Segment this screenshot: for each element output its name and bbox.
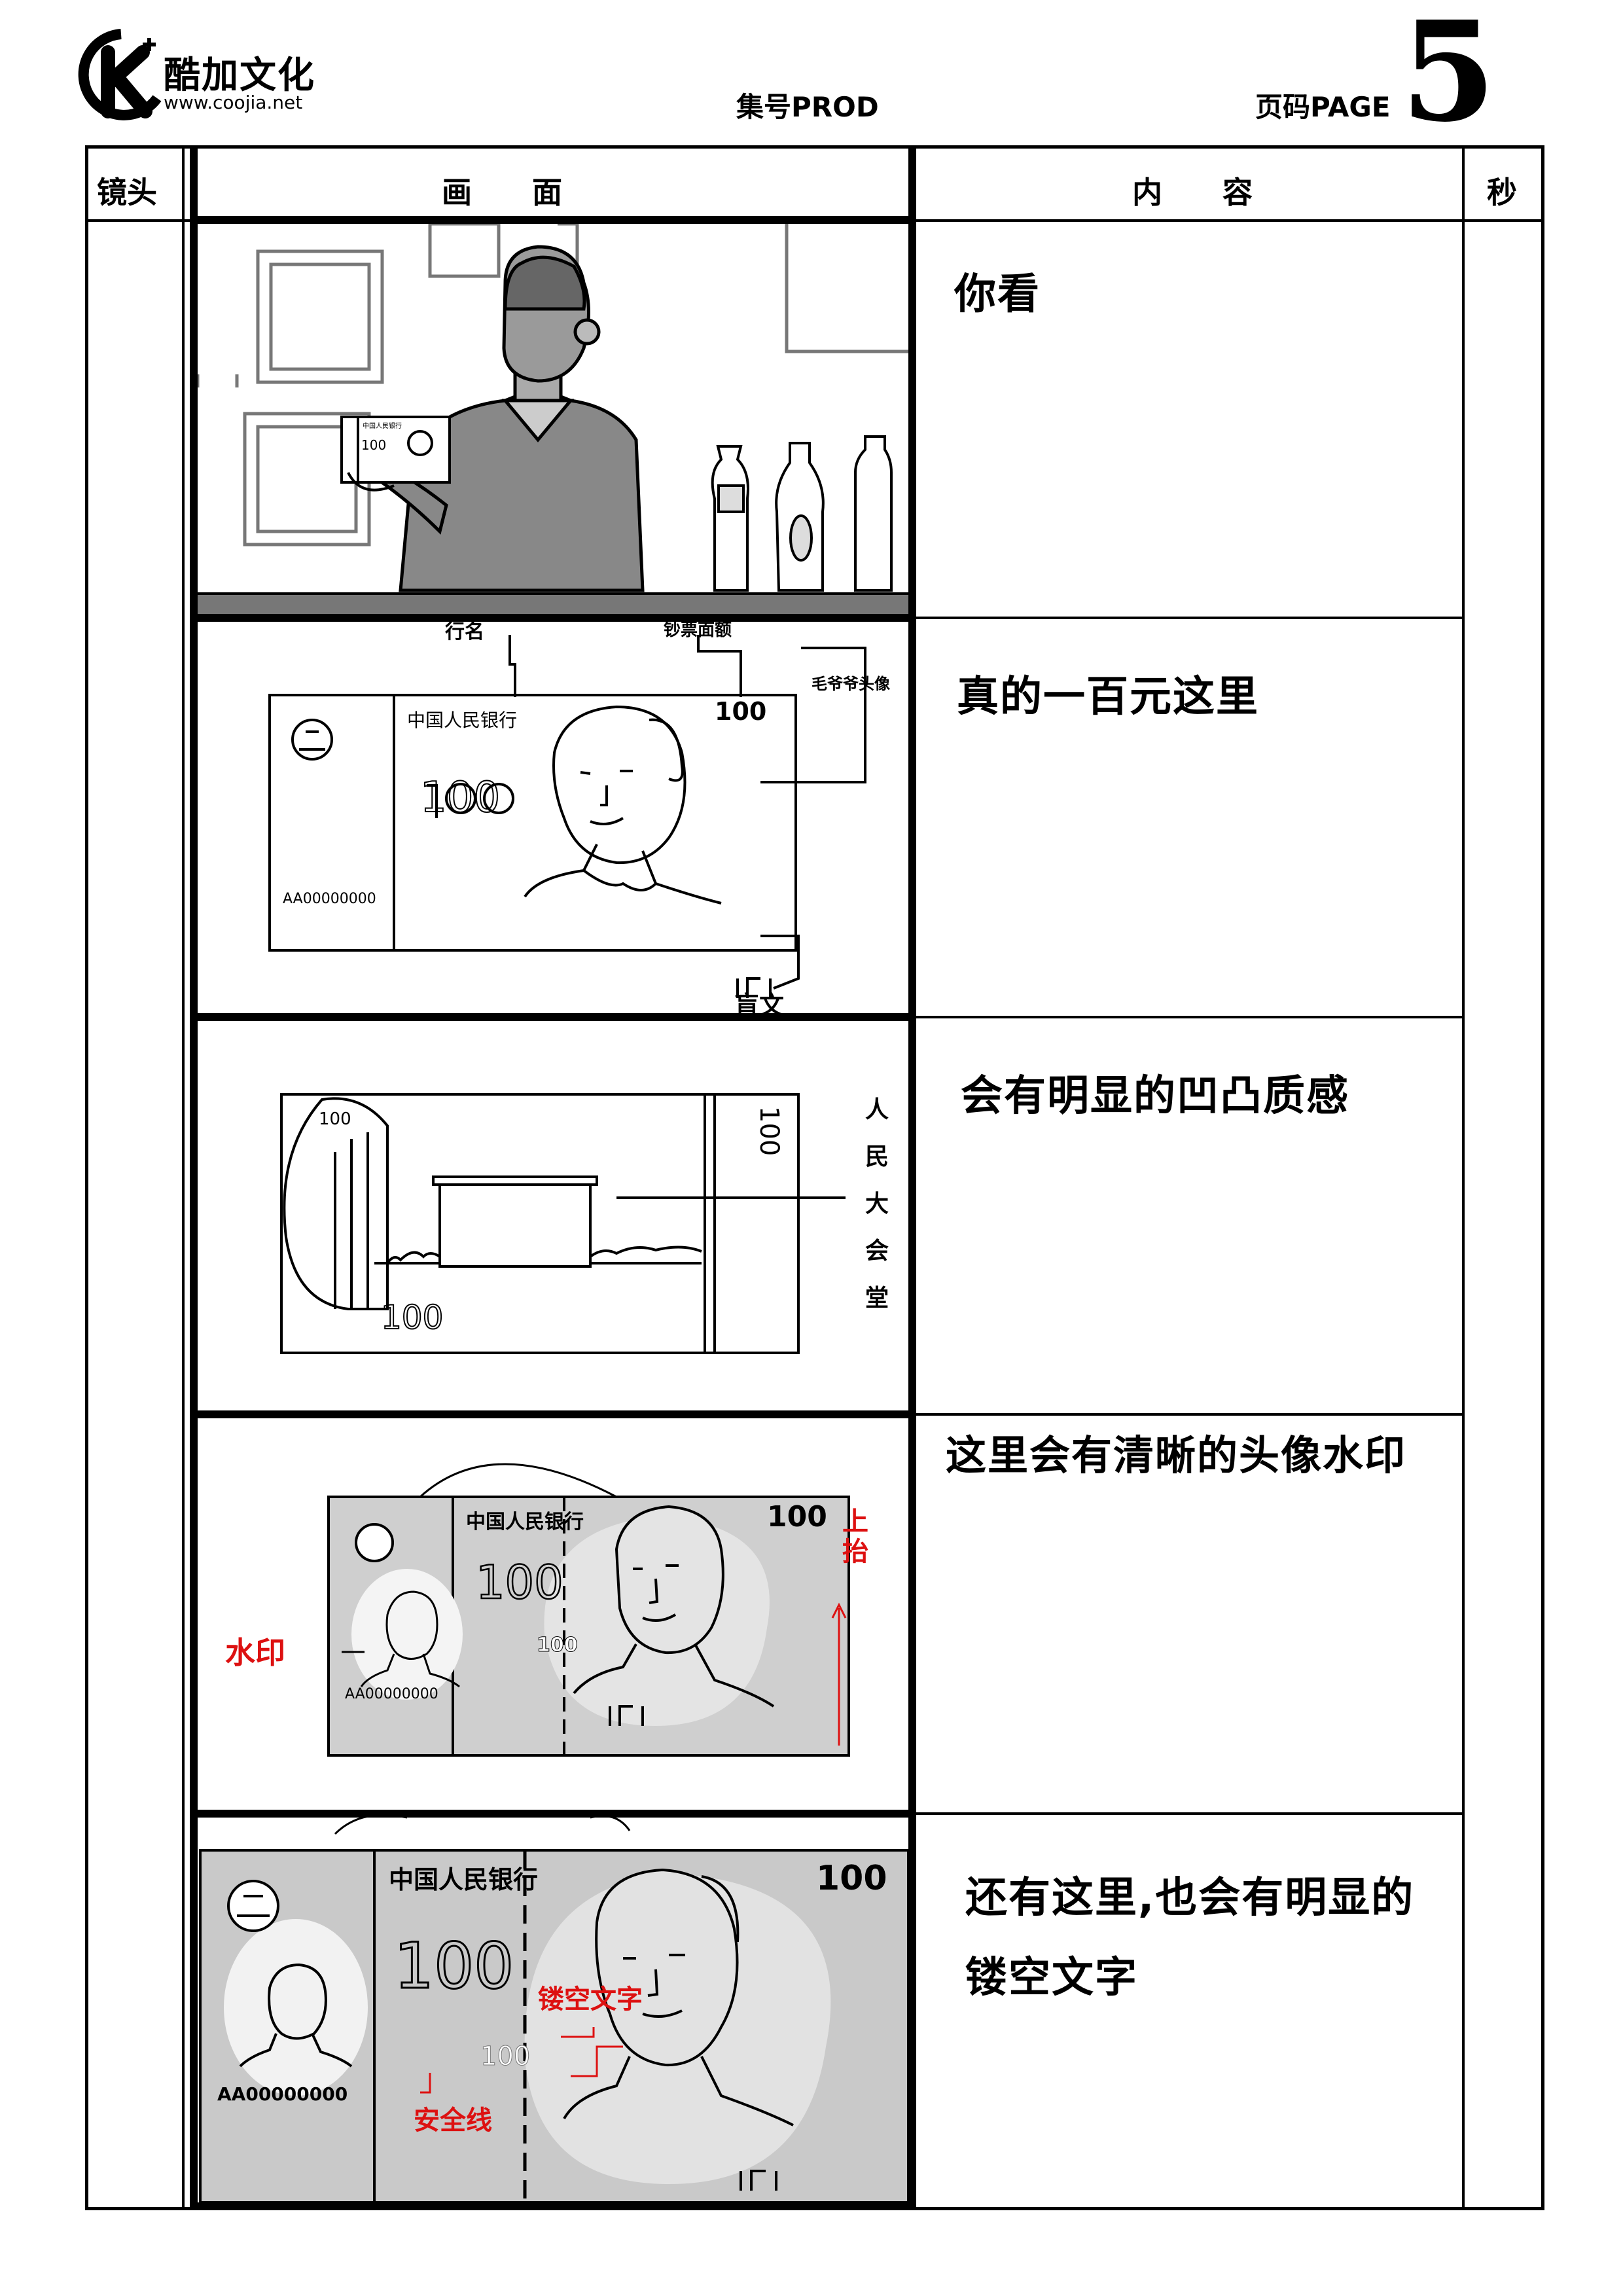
label-bank-name: 行名 bbox=[445, 620, 484, 643]
logo-name: 酷加文化 bbox=[164, 54, 315, 97]
page-label: 页码PAGE bbox=[1255, 91, 1391, 123]
note-value-hollow: 100 bbox=[480, 2041, 530, 2072]
logo: 酷加文化 www.coojia.net bbox=[72, 26, 321, 124]
picture-col-left bbox=[190, 145, 198, 2210]
seconds-col-divider bbox=[1462, 145, 1465, 2210]
note-serial: AA00000000 bbox=[283, 891, 376, 907]
row-1-content: 你看 bbox=[954, 270, 1041, 319]
frame-2-sketch: 中国人民银行 100 100 AA00000000 bbox=[268, 635, 866, 998]
note-value-large: 100 bbox=[394, 1929, 514, 2003]
label-hall-char: 民 bbox=[865, 1143, 889, 1170]
bank-name-on-note: 中国人民银行 bbox=[466, 1511, 584, 1534]
content-col-header: 内 容 bbox=[1132, 175, 1253, 210]
row-divider-4b bbox=[916, 1812, 1464, 1815]
bank-name-on-note: 中国人民银行 bbox=[389, 1865, 538, 1894]
label-portrait: 毛爷爷头像 bbox=[812, 675, 890, 693]
frame-5-sketch: 中国人民银行 100 100 100 AA00000000 bbox=[199, 1818, 908, 2202]
picture-header-bottom bbox=[190, 216, 916, 224]
picture-bottom-thick bbox=[190, 2202, 916, 2210]
label-tilt: 上 抬 bbox=[842, 1507, 868, 1567]
note-value-vertical: 100 bbox=[754, 1106, 784, 1156]
row-4-content: 这里会有清晰的头像水印 bbox=[946, 1431, 1407, 1479]
picture-col-header: 画 面 bbox=[442, 175, 562, 210]
label-tilt-char: 抬 bbox=[842, 1537, 868, 1567]
row-divider-1 bbox=[190, 614, 916, 622]
page-number: 5 bbox=[1400, 0, 1497, 152]
table-top-border bbox=[85, 145, 1544, 149]
label-tilt-char: 上 bbox=[842, 1507, 868, 1537]
picture-col-right bbox=[908, 145, 916, 2210]
row-divider-2 bbox=[190, 1013, 916, 1021]
shot-col-header: 镜头 bbox=[97, 175, 157, 210]
label-braille: 盲文 bbox=[734, 991, 785, 1020]
frame-1: 中国人民银行 100 bbox=[198, 224, 908, 614]
note-serial: AA00000000 bbox=[345, 1686, 438, 1702]
note-value-thread: 100 bbox=[537, 1634, 578, 1657]
shot-col-divider bbox=[182, 145, 185, 2210]
row-divider-2b bbox=[916, 1016, 1464, 1018]
row-2-content: 真的一百元这里 bbox=[957, 673, 1259, 721]
note-value-top: 100 bbox=[715, 697, 766, 726]
row-5-content-line-2: 镂空文字 bbox=[965, 1954, 1138, 2002]
logo-k-icon bbox=[78, 29, 162, 120]
row-divider-1b bbox=[916, 617, 1464, 619]
label-hall-char: 会 bbox=[865, 1238, 889, 1265]
label-hall-char: 堂 bbox=[865, 1285, 889, 1312]
frame-1-sketch: 中国人民银行 100 bbox=[198, 224, 908, 614]
row-divider-3b bbox=[916, 1413, 1464, 1416]
label-watermark: 水印 bbox=[225, 1635, 285, 1670]
label-hall: 人 民 大 会 堂 bbox=[864, 1086, 890, 1322]
frame-4: 中国人民银行 100 100 100 AA00000000 水印 上 抬 bbox=[198, 1418, 908, 1810]
frame-3-sketch: 100 100 100 bbox=[280, 1093, 846, 1354]
row-divider-3 bbox=[190, 1410, 916, 1418]
note-value-large: 100 bbox=[476, 1556, 563, 1609]
row-3-content: 会有明显的凹凸质感 bbox=[961, 1072, 1349, 1121]
note-value-top: 100 bbox=[816, 1859, 887, 1898]
row-divider-4 bbox=[190, 1810, 916, 1818]
note-value-small: 100 bbox=[319, 1109, 351, 1129]
svg-text:中国人民银行: 中国人民银行 bbox=[363, 422, 402, 430]
row-5-content-line-1: 还有这里,也会有明显的 bbox=[965, 1874, 1415, 1922]
seconds-col-header: 秒 bbox=[1487, 175, 1517, 210]
label-hall-char: 人 bbox=[865, 1096, 889, 1123]
note-value-top: 100 bbox=[767, 1500, 827, 1534]
note-value-bottom: 100 bbox=[381, 1299, 443, 1336]
frame-2: 中国人民银行 100 100 AA00000000 行名 钞票面额 毛爷爷头像 … bbox=[198, 620, 908, 1020]
label-security-thread: 安全线 bbox=[414, 2106, 492, 2136]
note-serial: AA00000000 bbox=[217, 2083, 348, 2105]
label-hall-char: 大 bbox=[865, 1191, 889, 1217]
logo-url: www.coojia.net bbox=[164, 92, 303, 113]
label-hollow-text: 镂空文字 bbox=[538, 1984, 643, 2015]
table-right-border bbox=[1541, 145, 1544, 2210]
bank-name-on-note: 中国人民银行 bbox=[407, 709, 517, 731]
svg-text:100: 100 bbox=[361, 437, 386, 453]
label-denomination: 钞票面额 bbox=[664, 620, 732, 640]
frame-5: 中国人民银行 100 100 100 AA00000000 镂空文字 安全线 bbox=[198, 1818, 908, 2202]
frame-4-sketch: 中国人民银行 100 100 100 AA00000000 bbox=[327, 1463, 850, 1757]
table-left-border bbox=[85, 145, 88, 2210]
prod-label: 集号PROD bbox=[736, 91, 879, 123]
note-value-large: 100 bbox=[420, 774, 500, 822]
frame-3: 100 100 100 人 民 大 会 堂 bbox=[198, 1021, 908, 1410]
